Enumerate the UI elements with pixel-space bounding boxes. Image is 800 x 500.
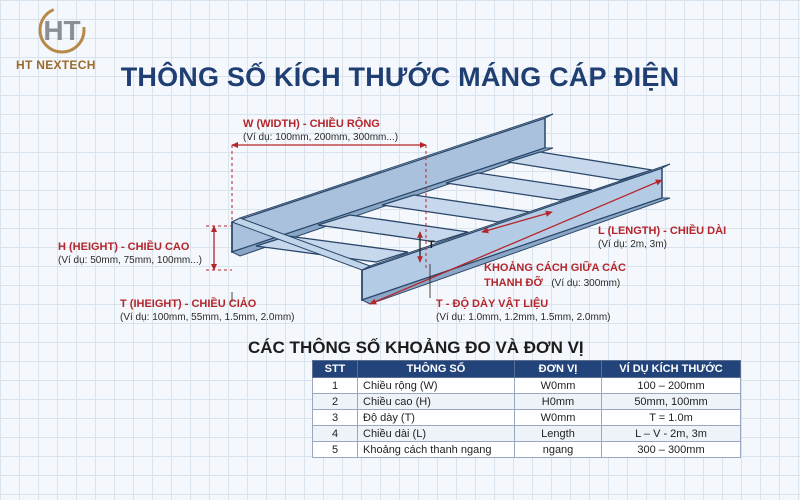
table-title: CÁC THÔNG SỐ KHOẢNG ĐO VÀ ĐƠN VỊ (248, 338, 584, 357)
spacing-label-line2: THANH ĐỠ (484, 277, 543, 289)
table-row: 2 Chiều cao (H) H0mm 50mm, 100mm (312, 393, 741, 410)
height-label: H (HEIGHT) - CHIỀU CAO (58, 241, 190, 253)
cell-example: L – V - 2m, 3m (601, 425, 741, 442)
header-stt: STT (312, 360, 358, 378)
table-row: 3 Độ dày (T) W0mm T = 1.0m (312, 409, 741, 426)
rung-4 (445, 172, 593, 201)
cell-example: T = 1.0m (601, 409, 741, 426)
cell-parameter: Chiều rộng (W) (357, 377, 515, 394)
cell-example: 50mm, 100mm (601, 393, 741, 410)
brand-logo: HT HT NEXTECH (10, 6, 120, 72)
width-label-group: W (WIDTH) - CHIỀU RỘNG (Ví dụ: 100mm, 20… (243, 117, 398, 145)
cell-stt: 3 (312, 409, 358, 426)
height-example: (Ví dụ: 50mm, 75mm, 100mm...) (58, 255, 202, 266)
spacing-example: (Ví dụ: 300mm) (551, 278, 621, 289)
length-dimension (369, 179, 663, 305)
rung-5 (507, 151, 653, 181)
width-example: (Ví dụ: 100mm, 200mm, 300mm...) (243, 132, 399, 143)
height-dimension (206, 225, 232, 271)
cell-parameter: Chiều dài (L) (357, 425, 515, 442)
length-label-group: L (LENGTH) - CHIỀU DÀI (Ví dụ: 2m, 3m) (598, 224, 726, 252)
cell-stt: 5 (312, 441, 358, 458)
cell-unit: W0mm (514, 377, 602, 394)
length-example: (Ví dụ: 2m, 3m) (598, 239, 667, 250)
brand-name: HT NEXTECH (16, 58, 96, 72)
table-row: 5 Khoảng cách thanh ngang ngang 300 – 30… (312, 441, 741, 458)
cell-example: 100 – 200mm (601, 377, 741, 394)
rung-3 (381, 194, 531, 223)
thickness-example: (Ví dụ: 1.0mm, 1.2mm, 1.5mm, 2.0mm) (436, 312, 611, 323)
header-unit: ĐƠN VỊ (514, 360, 602, 378)
callout-lines (231, 264, 431, 302)
header-example: VÍ DỤ KÍCH THƯỚC (601, 360, 741, 378)
cell-stt: 1 (312, 377, 358, 394)
ht-logo-icon: HT (38, 6, 86, 54)
table-row: 4 Chiều dài (L) Length L – V - 2m, 3m (312, 425, 741, 442)
cell-stt: 2 (312, 393, 358, 410)
length-label: L (LENGTH) - CHIỀU DÀI (598, 225, 727, 237)
thickness-label: T - ĐỘ DÀY VẬT LIỆU (436, 298, 549, 310)
rung-2 (317, 214, 469, 243)
cell-parameter: Độ dày (T) (357, 409, 515, 426)
thickness-label-group: T - ĐỘ DÀY VẬT LIỆU (Ví dụ: 1.0mm, 1.2mm… (436, 297, 610, 325)
cell-example: 300 – 300mm (601, 441, 741, 458)
t-height-label-group: T (IHEIGHT) - CHIỀU CIẢO (Ví dụ: 100mm, … (120, 297, 295, 325)
cell-unit: W0mm (514, 409, 602, 426)
spec-table: STT THÔNG SỐ ĐƠN VỊ VÍ DỤ KÍCH THƯỚC 1 C… (312, 360, 741, 458)
t-height-example: (Ví dụ: 100mm, 55mm, 1.5mm, 2.0mm) (120, 312, 295, 323)
cell-unit: Length (514, 425, 602, 442)
cell-unit: ngang (514, 441, 602, 458)
spacing-label-group: KHOẢNG CÁCH GIỮA CÁC THANH ĐỠ (Ví dụ: 30… (484, 261, 626, 291)
cell-parameter: Chiều cao (H) (357, 393, 515, 410)
table-row: 1 Chiều rộng (W) W0mm 100 – 200mm (312, 377, 741, 394)
cell-stt: 4 (312, 425, 358, 442)
page-title: THÔNG SỐ KÍCH THƯỚC MÁNG CÁP ĐIỆN (120, 62, 680, 92)
t-marker-label: T (428, 239, 435, 251)
table-header-row: STT THÔNG SỐ ĐƠN VỊ VÍ DỤ KÍCH THƯỚC (312, 360, 741, 378)
spacing-dimension (481, 210, 553, 234)
t-height-label: T (IHEIGHT) - CHIỀU CIẢO (120, 298, 257, 310)
logo-mark: HT (43, 15, 80, 46)
cell-unit: H0mm (514, 393, 602, 410)
width-label: W (WIDTH) - CHIỀU RỘNG (243, 118, 380, 130)
header-parameter: THÔNG SỐ (357, 360, 515, 378)
height-label-group: H (HEIGHT) - CHIỀU CAO (Ví dụ: 50mm, 75m… (58, 240, 202, 268)
spacing-label-line1: KHOẢNG CÁCH GIỮA CÁC (484, 262, 626, 274)
cell-parameter: Khoảng cách thanh ngang (357, 441, 515, 458)
